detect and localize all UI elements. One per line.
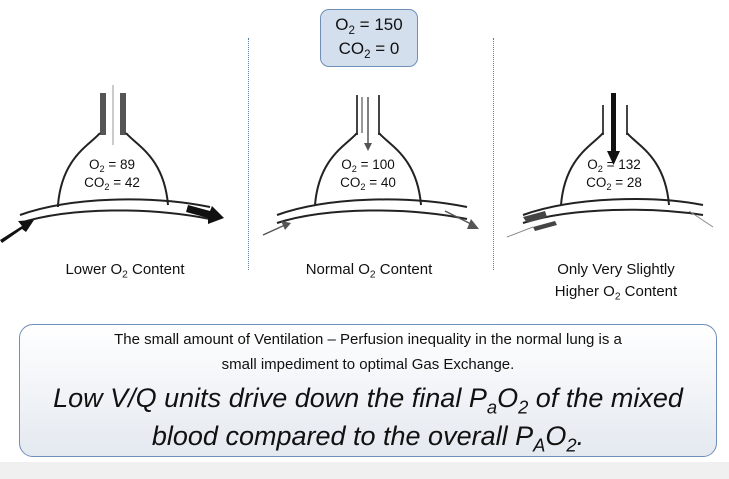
alveolus-normal-vq: [262, 95, 479, 236]
arrow-out-icon: [186, 205, 224, 224]
airway-wide: [602, 93, 628, 165]
divider-right: [493, 38, 494, 270]
note-emphasis-1: Low V/Q units drive down the final PaO2 …: [53, 383, 683, 418]
capillary-bottom: [522, 208, 704, 224]
capillary-top: [276, 198, 468, 216]
unit2-gas: O2 = 100 CO2 = 40: [340, 157, 396, 193]
arrow-in-icon: [281, 221, 291, 230]
note-line-1: The small amount of Ventilation – Perfus…: [114, 331, 622, 348]
unit1-gas: O2 = 89 CO2 = 42: [84, 157, 140, 193]
arrow-out-icon: [467, 219, 479, 229]
arrow-in-icon: [0, 220, 34, 243]
airflow-arrow-icon: [364, 143, 372, 151]
unit3-gas: O2 = 132 CO2 = 28: [586, 157, 642, 193]
capillary-top: [522, 198, 704, 216]
inspired-gas-box: O2 = 150 CO2 = 0: [320, 9, 418, 67]
capillary-bottom: [276, 209, 468, 224]
divider-left: [248, 38, 249, 270]
note-line-2: small impediment to optimal Gas Exchange…: [221, 356, 515, 373]
unit1-caption: Lower O2 Content: [65, 261, 185, 281]
airway-narrow: [100, 85, 126, 145]
unit3-caption: Only Very Slightly Higher O2 Content: [554, 261, 678, 303]
airway-normal: [356, 95, 380, 151]
inspired-o2: O2 = 150: [335, 15, 403, 38]
airflow-arrow-icon: [607, 151, 620, 165]
unit2-caption: Normal O2 Content: [305, 261, 433, 281]
alveolus-high-vq: [506, 93, 714, 238]
note-emphasis-2: blood compared to the overall PAO2.: [151, 421, 585, 456]
inspired-co2: CO2 = 0: [338, 39, 400, 62]
bottom-strip: [0, 462, 729, 479]
summary-note: The small amount of Ventilation – Perfus…: [19, 324, 717, 457]
capillary-top: [19, 198, 211, 216]
capillary-narrow-in: [523, 211, 547, 223]
alveolus-low-vq: [0, 85, 224, 243]
capillary-bottom: [19, 209, 211, 224]
